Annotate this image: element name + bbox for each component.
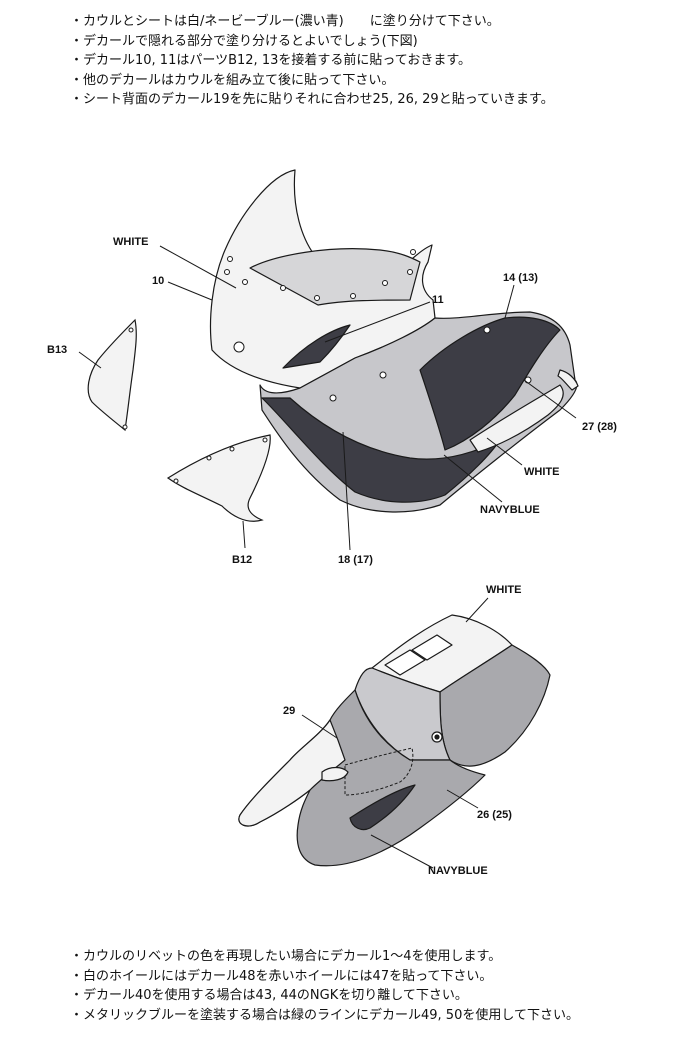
- instruction-line: ・デカールで隠れる部分で塗り分けるとよいでしょう(下図): [70, 33, 418, 49]
- instruction-line: ・デカール10, 11はパーツB12, 13を接着する前に貼っておきます。: [70, 53, 472, 69]
- seat-white-flap: [238, 719, 346, 827]
- part-b13-shape: [87, 318, 137, 432]
- cowl-navy-side: [419, 316, 561, 451]
- instruction-line: ・白のホイールにはデカール48を赤いホイールには47を貼って下さい。: [70, 968, 493, 984]
- label-decal-29: 29: [283, 705, 295, 717]
- seat-decal-outline: [344, 747, 414, 796]
- label-decal-26: 26 (25): [477, 809, 512, 821]
- label-decal-14: 14 (13): [503, 272, 538, 284]
- label-part-b13: B13: [47, 344, 67, 356]
- part-b12-shape: [166, 434, 271, 522]
- instructions-bottom: ・カウルのリベットの色を再現したい場合にデカール1～4を使用します。 ・白のホイ…: [70, 947, 579, 1025]
- instruction-line: ・シート背面のデカール19を先に貼りそれに合わせ25, 26, 29と貼っていき…: [70, 92, 554, 108]
- seat-illustration: [238, 614, 551, 867]
- seat-hole: [321, 766, 349, 782]
- cowl-white-patch: [469, 384, 564, 453]
- seat-stripe-2: [411, 634, 453, 661]
- instruction-line: ・デカール40を使用する場合は43, 44のNGKを切り離して下さい。: [70, 988, 468, 1004]
- label-decal-11: 11: [432, 294, 444, 306]
- label-white-top: WHITE: [113, 236, 148, 248]
- instructions-top: ・カウルとシートは白/ネービーブルー(濃い青) に塗り分けて下さい。 ・デカール…: [70, 12, 554, 110]
- label-white-seat: WHITE: [486, 584, 521, 596]
- instruction-line: ・他のデカールはカウルを組み立て後に貼って下さい。: [70, 72, 395, 88]
- label-white-side: WHITE: [524, 466, 559, 478]
- seat-stripe-1: [384, 649, 426, 676]
- instruction-line: ・メタリックブルーを塗装する場合は緑のラインにデカール49, 50を使用して下さ…: [70, 1007, 579, 1023]
- label-decal-18: 18 (17): [338, 554, 373, 566]
- instruction-line: ・カウルとシートは白/ネービーブルー(濃い青) に塗り分けて下さい。: [70, 14, 500, 29]
- seat-navy-stripe: [349, 784, 416, 831]
- cowl-illustration: [209, 169, 579, 513]
- label-part-b12: B12: [232, 554, 252, 566]
- cowl-navy-band: [261, 397, 501, 503]
- label-decal-27: 27 (28): [582, 421, 617, 433]
- label-navyblue-cowl: NAVYBLUE: [480, 504, 540, 516]
- cowl-inner: [249, 248, 421, 306]
- cowl-duct: [282, 324, 351, 369]
- label-navyblue-seat: NAVYBLUE: [428, 865, 488, 877]
- instruction-line: ・カウルのリベットの色を再現したい場合にデカール1～4を使用します。: [70, 949, 502, 964]
- label-decal-10: 10: [152, 275, 164, 287]
- cowl-tail-fin: [557, 369, 579, 391]
